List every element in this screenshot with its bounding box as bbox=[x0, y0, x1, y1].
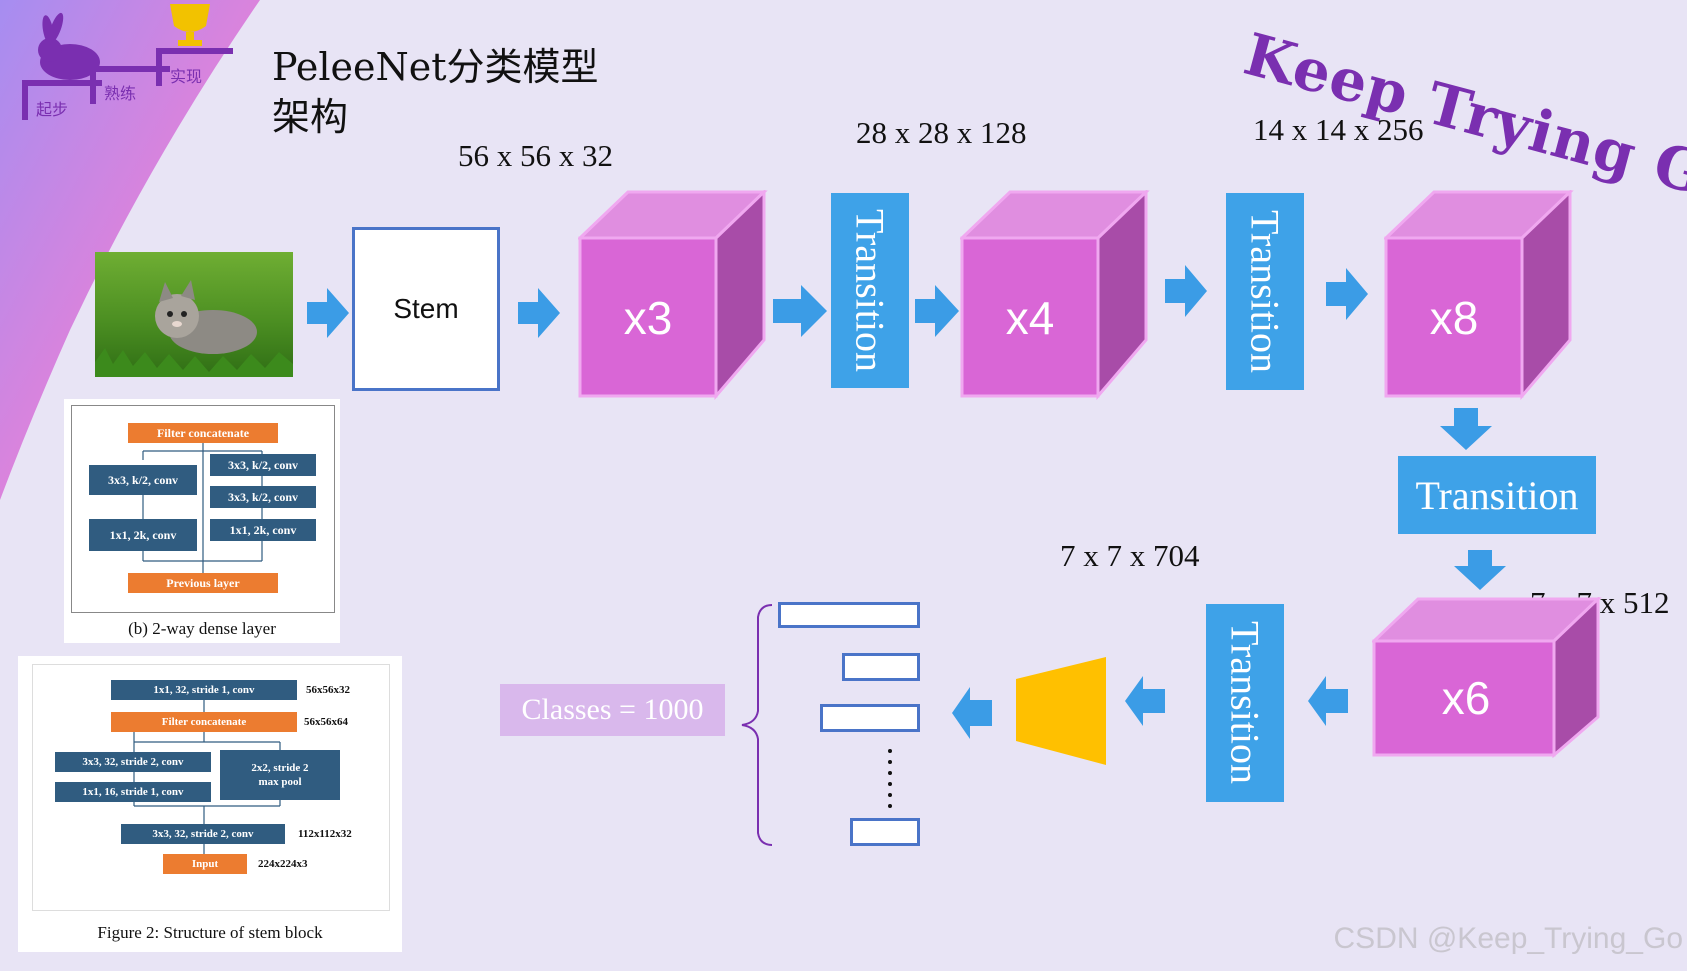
dim-label-56: 56 x 56 x 32 bbox=[458, 138, 613, 173]
transition-2-label: Transition bbox=[1242, 209, 1288, 373]
dense-stage-cube-2: x4 bbox=[960, 190, 1150, 400]
cube-1-label: x3 bbox=[624, 292, 673, 344]
transition-block-1: Transition bbox=[831, 193, 909, 388]
stem-pool-line-1: 2x2, stride 2 bbox=[251, 762, 309, 774]
arrow-transition3-to-cube4 bbox=[1454, 550, 1506, 590]
output-unit-n bbox=[850, 818, 920, 846]
dense-stage-cube-3: x8 bbox=[1384, 190, 1574, 400]
stem-conv: 3x3, 32, stride 2, conv bbox=[121, 824, 285, 844]
arrow-transition1-to-cube2 bbox=[915, 285, 959, 337]
output-brace bbox=[741, 604, 773, 846]
arrow-image-to-stem bbox=[307, 288, 349, 338]
stem-block: Stem bbox=[352, 227, 500, 391]
dense-left-top: 3x3, k/2, conv bbox=[89, 465, 197, 495]
stem-conv-size: 112x112x32 bbox=[298, 828, 352, 840]
dense-layer-figure: Filter concatenate 3x3, k/2, conv 1x1, 2… bbox=[64, 399, 340, 643]
cube-4-label: x6 bbox=[1442, 672, 1491, 724]
stem-concat-size: 56x56x64 bbox=[304, 716, 348, 728]
stem-figure-frame bbox=[32, 664, 390, 911]
dense-figure-connectors bbox=[142, 439, 263, 575]
transition-1-label: Transition bbox=[847, 208, 893, 372]
stem-caption: Figure 2: Structure of stem block bbox=[97, 923, 323, 942]
logo-step-3: 实现 bbox=[170, 67, 203, 86]
dim-label-704: 7 x 7 x 704 bbox=[1060, 538, 1200, 573]
logo-step-1: 起步 bbox=[36, 100, 69, 119]
arrow-cube2-to-transition2 bbox=[1165, 265, 1207, 317]
classes-text: Classes = 1000 bbox=[521, 693, 704, 726]
cube-3-label: x8 bbox=[1430, 292, 1479, 344]
dense-caption: (b) 2-way dense layer bbox=[128, 619, 276, 638]
arrow-cube4-to-transition4 bbox=[1308, 676, 1348, 726]
page-title: PeleeNet分类模型 架构 bbox=[272, 42, 599, 142]
logo-graphic bbox=[22, 4, 234, 120]
dense-right-mid: 3x3, k/2, conv bbox=[210, 486, 316, 508]
stem-top-size: 56x56x32 bbox=[306, 684, 350, 696]
stem-pool-line-2: max pool bbox=[258, 776, 302, 788]
dense-stage-cube-4: x6 bbox=[1372, 597, 1602, 759]
stem-input-size: 224x224x3 bbox=[258, 858, 308, 870]
title-line-2: 架构 bbox=[272, 95, 349, 139]
cube-2-label: x4 bbox=[1006, 292, 1055, 344]
footer-watermark: CSDN @Keep_Trying_Go bbox=[1333, 922, 1683, 955]
stem-top-conv: 1x1, 32, stride 1, conv bbox=[111, 680, 297, 700]
transition-3-label: Transition bbox=[1415, 472, 1579, 518]
output-unit-3 bbox=[820, 704, 920, 732]
title-line-1: PeleeNet分类模型 bbox=[272, 45, 599, 89]
classes-label: Classes = 1000 bbox=[500, 684, 725, 736]
arrow-cube3-to-transition3 bbox=[1440, 408, 1492, 450]
transition-block-3: Transition bbox=[1398, 456, 1596, 534]
stem-left-bottom-conv: 1x1, 16, stride 1, conv bbox=[55, 782, 211, 802]
stem-structure-figure: 1x1, 32, stride 1, conv 56x56x32 Filter … bbox=[18, 656, 402, 952]
stem-label: Stem bbox=[393, 293, 459, 324]
fc-layer bbox=[1016, 657, 1106, 765]
dense-previous-layer: Previous layer bbox=[128, 573, 278, 593]
stem-max-pool: 2x2, stride 2 max pool bbox=[220, 750, 340, 800]
logo: 起步 熟练 实现 bbox=[18, 0, 234, 130]
arrow-transition4-to-fc bbox=[1125, 676, 1165, 726]
output-unit-1 bbox=[778, 602, 920, 628]
dense-figure-frame bbox=[71, 405, 335, 613]
output-ellipsis bbox=[888, 749, 892, 808]
arrow-fc-to-output bbox=[952, 687, 992, 739]
dense-filter-concat: Filter concatenate bbox=[128, 423, 278, 443]
arrow-stem-to-cube1 bbox=[518, 288, 560, 338]
stem-filter-concat: Filter concatenate bbox=[111, 712, 297, 732]
stem-figure-connectors bbox=[133, 698, 281, 854]
transition-block-2: Transition bbox=[1226, 193, 1304, 390]
stem-input: Input bbox=[163, 854, 247, 874]
logo-step-2: 熟练 bbox=[104, 84, 137, 103]
transition-block-4: Transition bbox=[1206, 604, 1284, 802]
dim-label-28: 28 x 28 x 128 bbox=[856, 115, 1027, 150]
dense-left-bottom: 1x1, 2k, conv bbox=[89, 519, 197, 551]
arrow-cube1-to-transition1 bbox=[773, 285, 827, 337]
dense-stage-cube-1: x3 bbox=[578, 190, 768, 400]
dense-right-top: 3x3, k/2, conv bbox=[210, 454, 316, 476]
dense-right-bottom: 1x1, 2k, conv bbox=[210, 519, 316, 541]
transition-4-label: Transition bbox=[1222, 621, 1268, 785]
input-image bbox=[95, 252, 293, 377]
output-unit-2 bbox=[842, 653, 920, 681]
dim-label-14: 14 x 14 x 256 bbox=[1253, 112, 1424, 147]
left-decoration bbox=[0, 0, 260, 500]
stem-left-top-conv: 3x3, 32, stride 2, conv bbox=[55, 752, 211, 772]
arrow-transition2-to-cube3 bbox=[1326, 268, 1368, 320]
